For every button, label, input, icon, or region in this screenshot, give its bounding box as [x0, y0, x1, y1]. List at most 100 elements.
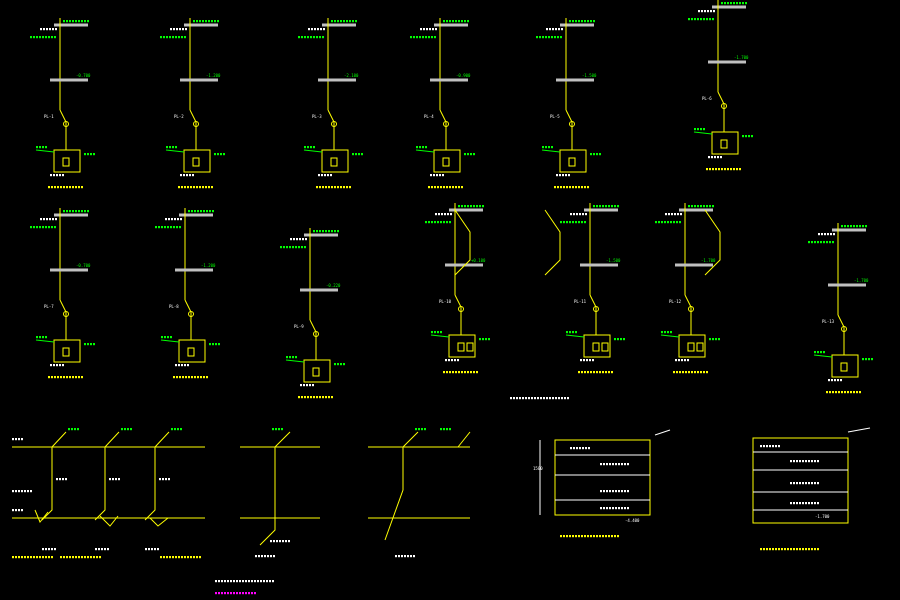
- cad-glyph: [569, 186, 571, 189]
- cad-glyph: [43, 28, 45, 31]
- riser-top-label: [188, 210, 214, 213]
- cad-glyph: [596, 153, 598, 156]
- cad-glyph: [429, 28, 431, 31]
- cad-glyph: [685, 371, 687, 374]
- riser-level-label: [665, 213, 682, 216]
- cad-glyph: [823, 241, 825, 244]
- cad-glyph: [706, 205, 708, 208]
- cad-glyph: [306, 384, 308, 387]
- cad-glyph: [215, 343, 217, 346]
- cad-glyph: [623, 338, 625, 341]
- cad-glyph: [467, 20, 469, 23]
- bottom-level-label: [445, 359, 459, 362]
- cad-glyph: [65, 478, 67, 481]
- drop-pipe: [384, 431, 419, 541]
- cad-glyph: [680, 213, 682, 216]
- cad-glyph: [811, 482, 813, 485]
- cad-glyph: [352, 20, 354, 23]
- cad-glyph: [395, 555, 397, 558]
- cad-glyph: [60, 186, 62, 189]
- riser-level-label: [570, 213, 587, 216]
- cad-glyph: [162, 478, 164, 481]
- cad-glyph: [862, 358, 864, 361]
- cad-glyph: [206, 376, 208, 379]
- drop-caption: [42, 548, 56, 551]
- cad-glyph: [576, 213, 578, 216]
- cad-glyph: [573, 447, 575, 450]
- cad-glyph: [181, 364, 183, 367]
- cad-glyph: [560, 221, 562, 224]
- cad-glyph: [187, 556, 189, 559]
- cad-glyph: [778, 548, 780, 551]
- cad-glyph: [255, 555, 257, 558]
- cad-glyph: [599, 535, 601, 538]
- cad-glyph: [570, 213, 572, 216]
- cad-glyph: [316, 230, 318, 233]
- cad-glyph: [45, 146, 47, 149]
- cad-glyph: [833, 233, 835, 236]
- cad-glyph: [50, 364, 52, 367]
- cad-glyph: [288, 540, 290, 543]
- cad-glyph: [675, 359, 677, 362]
- cad-glyph: [327, 174, 329, 177]
- cad-glyph: [467, 153, 469, 156]
- cad-glyph: [81, 556, 83, 559]
- cad-glyph: [600, 507, 602, 510]
- cad-glyph: [98, 548, 100, 551]
- cad-glyph: [48, 556, 50, 559]
- elevation-label: -0.700: [76, 73, 91, 78]
- pit-box: [559, 149, 587, 173]
- pipe-size-label: [560, 221, 586, 224]
- cad-glyph: [39, 336, 41, 339]
- cad-glyph: [838, 391, 840, 394]
- cad-glyph: [575, 331, 577, 334]
- cad-glyph: [270, 540, 272, 543]
- level-label: [270, 540, 290, 543]
- cad-glyph: [90, 153, 92, 156]
- cad-glyph: [56, 478, 58, 481]
- cad-glyph: [581, 186, 583, 189]
- cad-glyph: [422, 36, 424, 39]
- cad-glyph: [602, 371, 604, 374]
- cad-glyph: [12, 556, 14, 559]
- cad-glyph: [674, 213, 676, 216]
- cad-glyph: [63, 556, 65, 559]
- cad-glyph: [706, 371, 708, 374]
- cad-glyph: [151, 548, 153, 551]
- pump-symbol: [149, 517, 169, 527]
- bottom-level-label: [318, 174, 332, 177]
- cad-glyph: [701, 10, 703, 13]
- cad-glyph: [423, 28, 425, 31]
- cad-glyph: [721, 2, 723, 5]
- cad-glyph: [760, 548, 762, 551]
- cad-glyph: [421, 428, 423, 431]
- cad-glyph: [12, 438, 14, 441]
- cad-glyph: [820, 241, 822, 244]
- inlet-label: [286, 356, 297, 359]
- cad-glyph: [557, 186, 559, 189]
- cad-glyph: [173, 226, 175, 229]
- cad-glyph: [49, 218, 51, 221]
- drop-label: [171, 428, 182, 431]
- cad-glyph: [263, 580, 265, 583]
- cad-glyph: [548, 36, 550, 39]
- riser-level-label: [165, 218, 182, 221]
- cad-glyph: [430, 174, 432, 177]
- cad-glyph: [445, 359, 447, 362]
- cad-glyph: [581, 20, 583, 23]
- cad-glyph: [104, 548, 106, 551]
- cad-glyph: [482, 338, 484, 341]
- cad-glyph: [519, 397, 521, 400]
- section-subcaption: [215, 592, 256, 595]
- cad-glyph: [450, 213, 452, 216]
- cad-glyph: [71, 428, 73, 431]
- bottom-elevation-label: -4.400: [625, 518, 640, 523]
- cad-glyph: [439, 174, 441, 177]
- cad-glyph: [330, 174, 332, 177]
- bottom-level-label: [50, 364, 64, 367]
- cad-glyph: [585, 447, 587, 450]
- pit-box: [831, 354, 859, 378]
- cad-glyph: [844, 225, 846, 228]
- pit-box: [678, 334, 706, 358]
